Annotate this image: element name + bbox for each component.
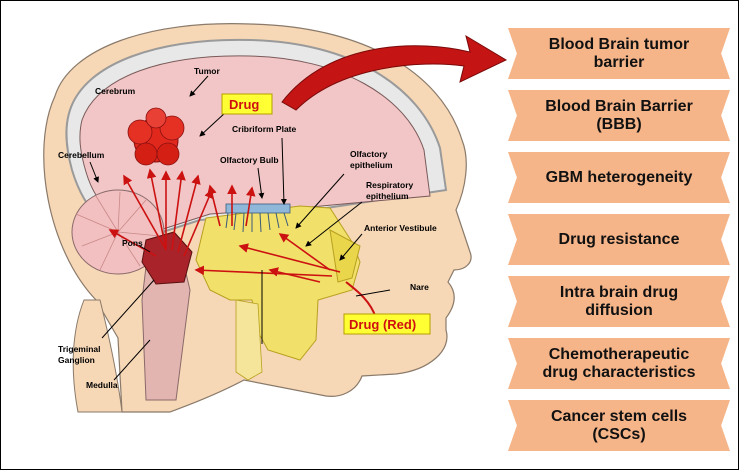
label-nare: Nare [410,282,429,292]
barrier-line-2: (BBB) [596,116,641,133]
barrier-line-2: drug characteristics [543,364,696,381]
label-drug-red: Drug (Red) [349,317,416,332]
barrier-item-bbb: Blood Brain Barrier(BBB) [508,90,730,141]
label-olfactory-bulb: Olfactory Bulb [220,155,279,165]
label-trigeminal-ganglion-1: Trigeminal [58,344,101,354]
label-respiratory-epithelium-1: Respiratory [366,180,414,190]
barrier-item-cancer-stem-cells: Cancer stem cells(CSCs) [508,400,730,451]
barrier-line-2: diffusion [585,302,653,319]
barrier-line-2: barrier [594,54,645,71]
olfactory-bulb [226,204,290,213]
label-medulla: Medulla [86,380,118,390]
label-cerebrum: Cerebrum [95,86,136,96]
barrier-line-1: GBM heterogeneity [546,169,693,186]
barrier-item-drug-resistance: Drug resistance [508,214,730,265]
label-anterior-vestibule: Anterior Vestibule [364,223,437,233]
barrier-line-1: Blood Brain Barrier [545,98,693,115]
label-trigeminal-ganglion-2: Ganglion [58,355,95,365]
label-tumor: Tumor [194,66,221,76]
barrier-line-1: Blood Brain tumor [549,36,689,53]
barrier-line-1: Drug resistance [559,231,680,248]
label-drug: Drug [229,97,259,112]
label-olfactory-epithelium-2: epithelium [350,160,393,170]
label-olfactory-epithelium-1: Olfactory [350,149,388,159]
label-pons: Pons [122,238,143,248]
pharynx [236,300,262,380]
label-respiratory-epithelium-2: epithelium [366,191,409,201]
barrier-line-2: (CSCs) [592,426,645,443]
barrier-line-1: Chemotherapeutic [549,346,689,363]
barrier-line-1: Intra brain drug [560,284,678,301]
label-cribriform-plate: Cribriform Plate [232,124,297,134]
barrier-item-gbm-heterogeneity: GBM heterogeneity [508,152,730,203]
barrier-line-1: Cancer stem cells [551,408,687,425]
label-cerebellum: Cerebellum [58,150,105,160]
